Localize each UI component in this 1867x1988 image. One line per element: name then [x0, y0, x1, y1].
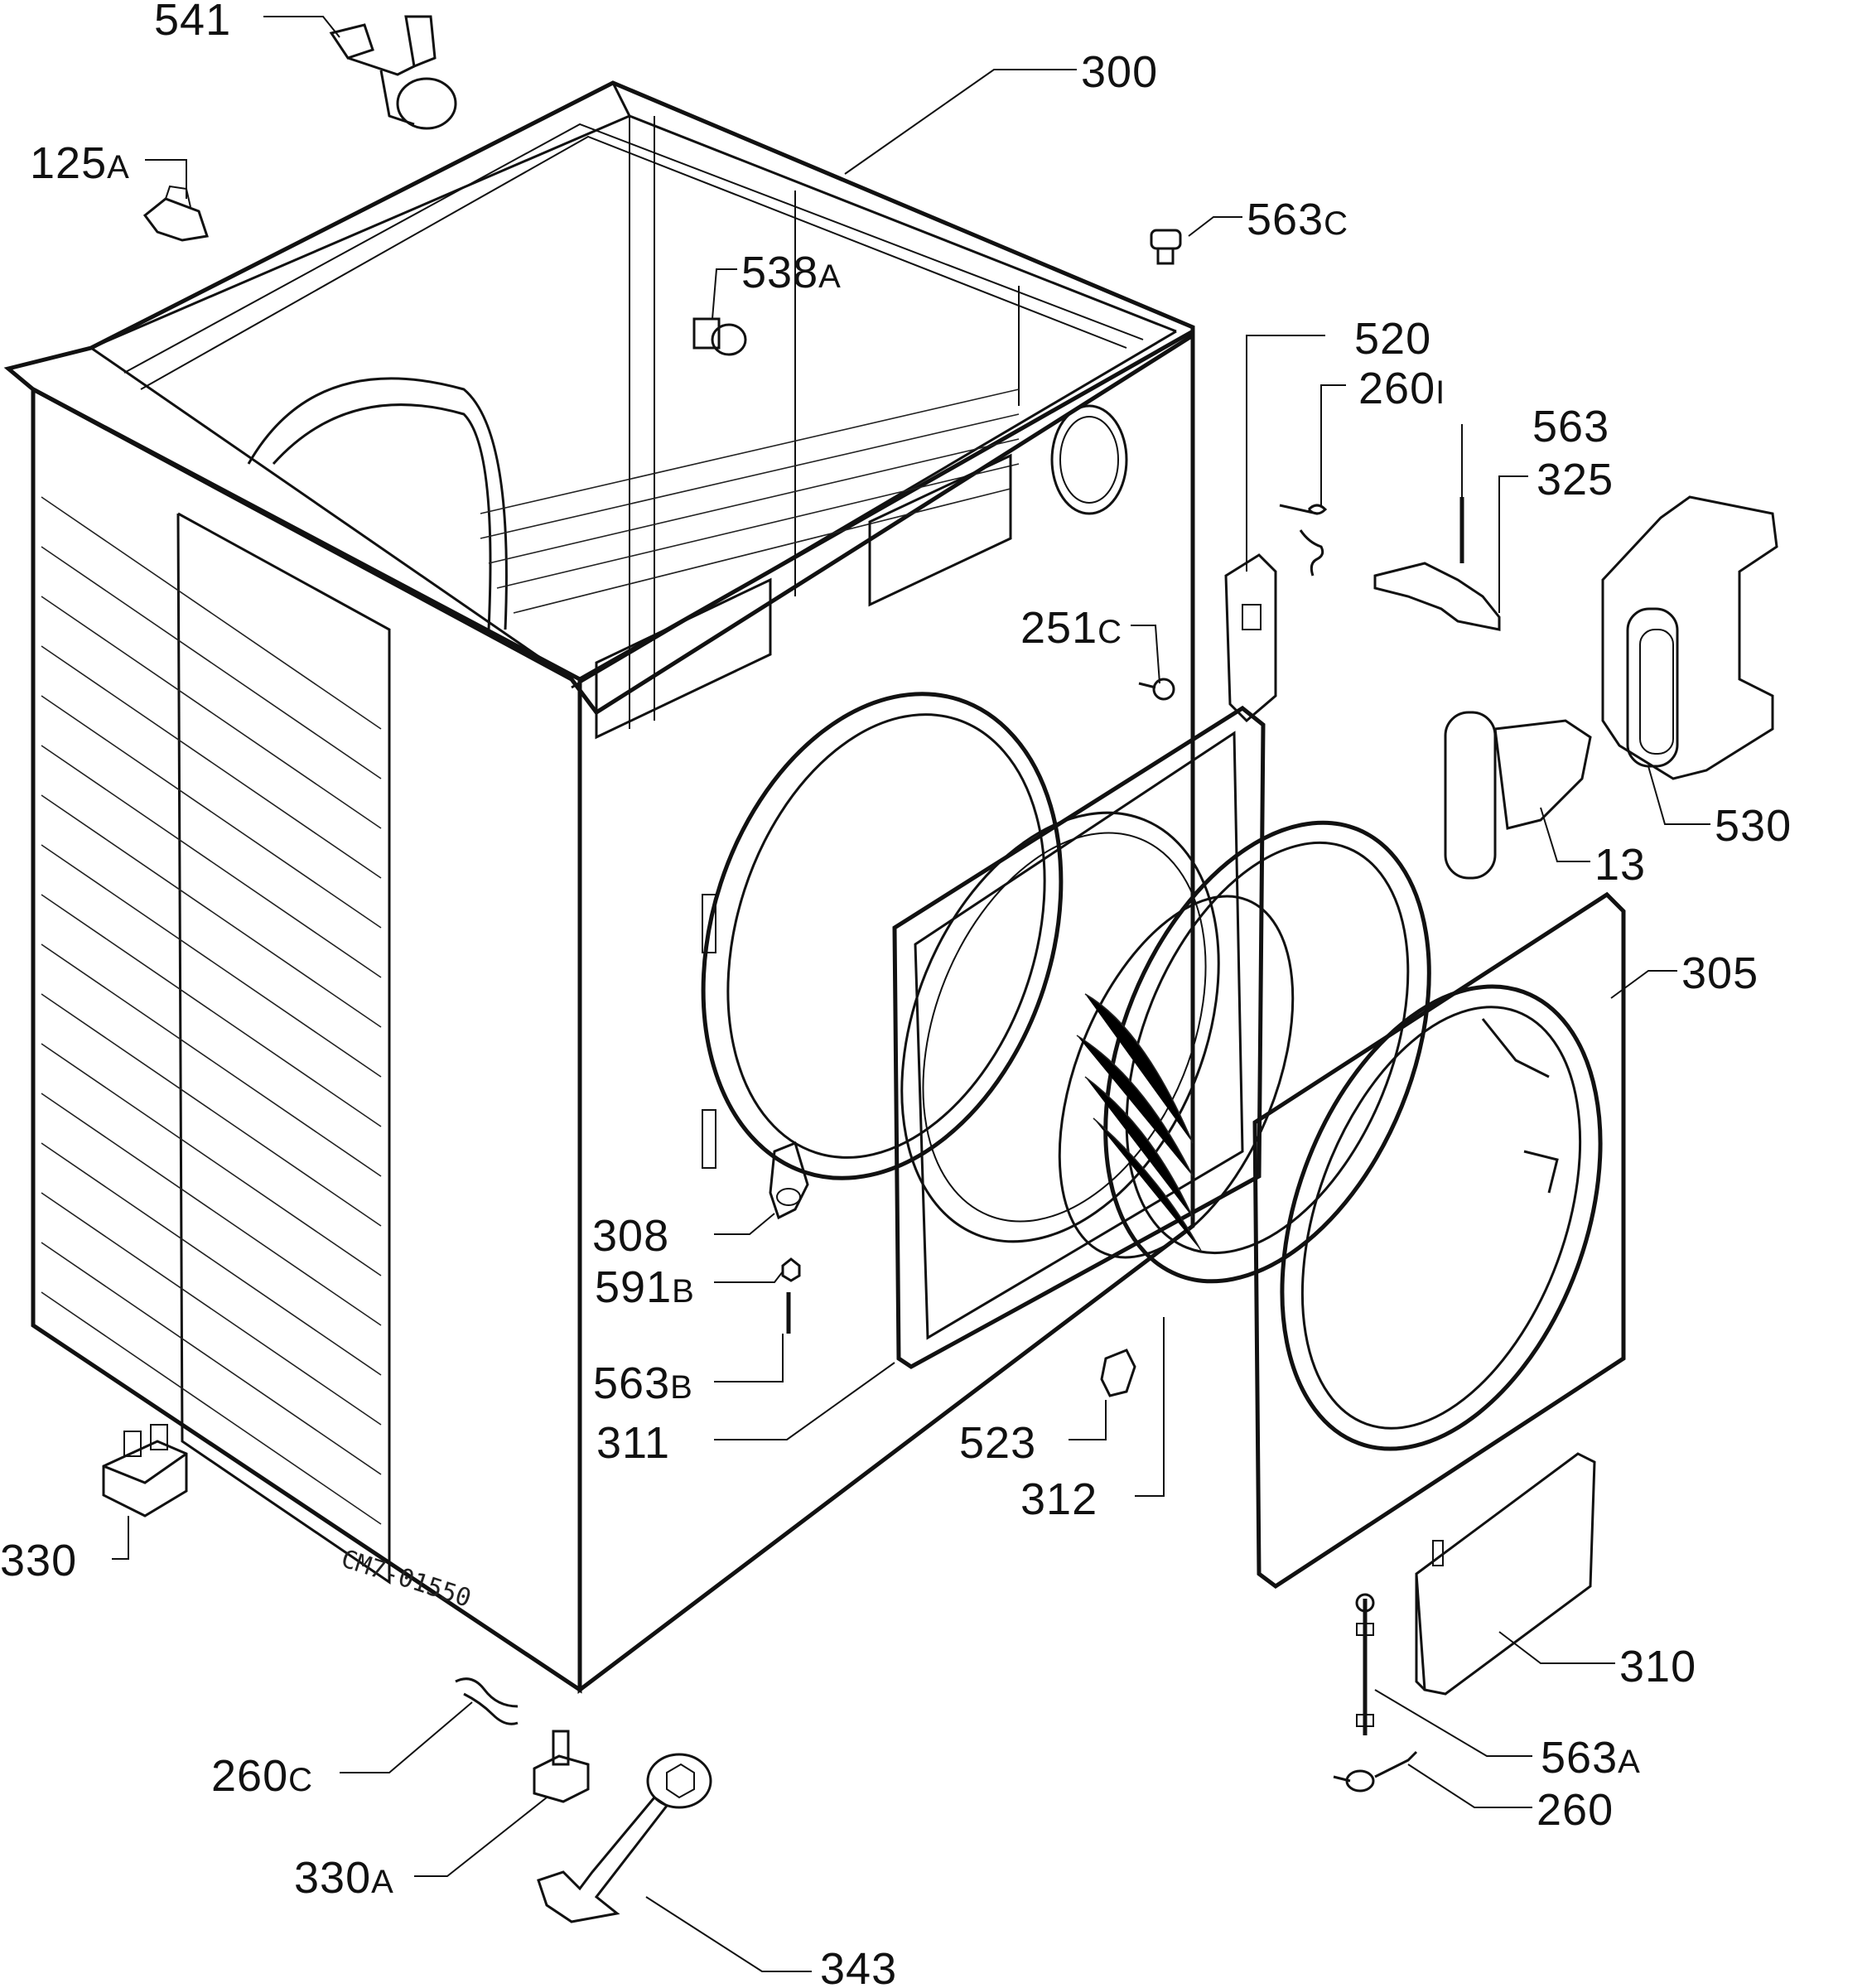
part-label-310: 310	[1619, 1642, 1696, 1691]
part-520-hinge-plate-icon	[1224, 553, 1277, 723]
part-13-handle-icon	[1444, 711, 1592, 880]
part-label-325: 325	[1537, 455, 1614, 504]
part-260-spring-icon	[1333, 1750, 1418, 1793]
drawing-code: CM7-01550	[338, 1544, 475, 1614]
part-label-523: 523	[959, 1418, 1036, 1468]
part-label-260: 260	[1537, 1785, 1614, 1835]
part-label-305: 305	[1681, 948, 1758, 998]
leader-lines	[112, 16, 1710, 1972]
part-343-wrench-icon	[537, 1753, 712, 1923]
part-260i-spring-icon	[1279, 504, 1328, 577]
part-label-538a: 538A	[741, 248, 842, 297]
part-label-330a: 330A	[294, 1853, 394, 1903]
cabinet-body	[3, 80, 1195, 1695]
part-label-541: 541	[154, 0, 231, 45]
part-563c-screw-icon	[1150, 229, 1182, 265]
part-label-591b: 591B	[595, 1262, 695, 1312]
part-labels: 541 300 125A 563C 538A 520 260I 563 325 …	[0, 0, 1792, 1988]
part-538a-grommet-icon	[692, 317, 747, 356]
part-label-520: 520	[1354, 314, 1431, 364]
part-label-563c: 563C	[1247, 195, 1348, 244]
part-125a-clip-icon	[142, 185, 209, 242]
part-label-311: 311	[596, 1418, 670, 1468]
part-310-filter-cover-icon	[1415, 1452, 1596, 1696]
part-311-door-frame-icon	[892, 705, 1266, 1369]
part-308-hinge-icon	[769, 1141, 809, 1220]
part-312-door-glass-icon	[1058, 820, 1431, 1284]
part-305-door-panel-icon	[1252, 891, 1626, 1590]
part-330-foot-icon	[102, 1424, 188, 1518]
part-260c-clip-icon	[455, 1677, 519, 1725]
part-label-563b: 563B	[593, 1358, 693, 1408]
part-325-lever-icon	[1373, 562, 1501, 631]
part-label-563a: 563A	[1541, 1733, 1641, 1783]
part-label-530: 530	[1715, 801, 1792, 851]
part-label-125a: 125A	[30, 138, 130, 188]
part-label-312: 312	[1020, 1474, 1098, 1524]
part-530-handle-housing-icon	[1601, 495, 1778, 780]
part-591b-nut-icon	[781, 1257, 801, 1282]
part-label-343: 343	[820, 1944, 897, 1988]
part-251c-screw-icon	[1138, 678, 1175, 701]
part-label-330: 330	[0, 1536, 77, 1585]
part-label-300: 300	[1081, 47, 1158, 97]
part-330a-foot-screw-icon	[533, 1730, 590, 1803]
part-label-260i: 260I	[1358, 364, 1445, 413]
part-label-308: 308	[592, 1211, 669, 1261]
part-563a-rod-icon	[1355, 1593, 1375, 1735]
part-label-563: 563	[1532, 402, 1609, 451]
part-541-bracket-icon	[329, 15, 457, 130]
part-523-latch-icon	[1100, 1349, 1136, 1397]
part-label-13: 13	[1594, 840, 1646, 890]
part-label-251c: 251C	[1020, 603, 1122, 653]
part-label-260c: 260C	[211, 1751, 313, 1801]
